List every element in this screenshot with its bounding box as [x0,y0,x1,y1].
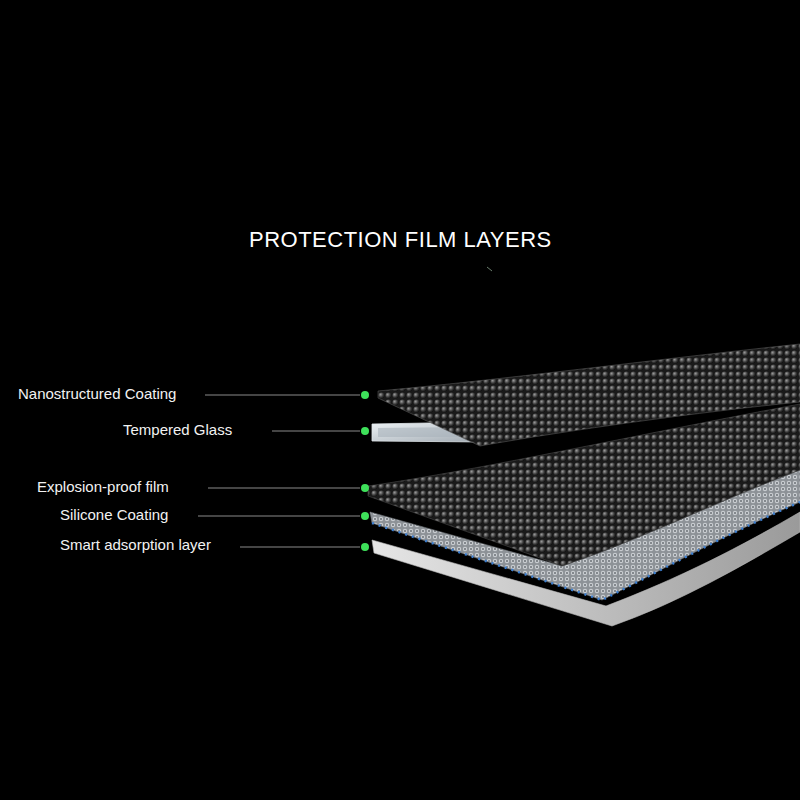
leader-dot [361,427,369,435]
leader-dot [361,484,369,492]
nano-coating-layer [378,344,800,446]
leader-line [208,488,360,489]
layer-label: Nanostructured Coating [18,385,176,403]
leader-dot [361,391,369,399]
title-rule [487,267,492,271]
leader-line [205,395,360,396]
leader-line [240,547,360,548]
diagram-title: PROTECTION FILM LAYERS [249,227,552,253]
leader-line [272,431,360,432]
leader-dot [361,512,369,520]
title-rule [520,265,670,266]
title-rule [130,265,276,266]
leader-line [198,516,360,517]
layer-label: Smart adsorption layer [60,536,211,554]
leader-dot [361,543,369,551]
layer-label: Explosion-proof film [37,478,169,496]
layer-label: Silicone Coating [60,506,168,524]
layer-label: Tempered Glass [123,421,232,439]
